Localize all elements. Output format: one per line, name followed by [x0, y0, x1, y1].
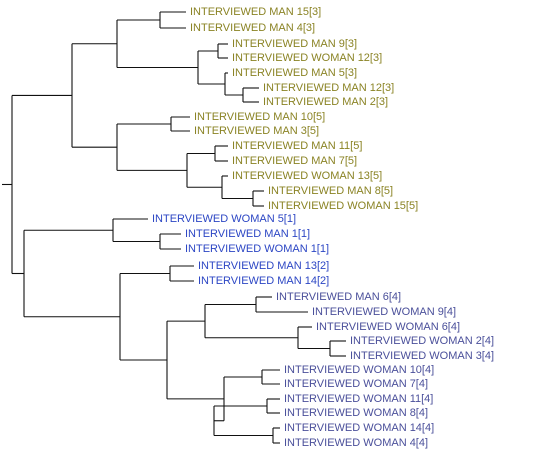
leaf-label-21: INTERVIEWED WOMAN 6[4]: [316, 321, 460, 333]
leaf-label-22: INTERVIEWED WOMAN 2[4]: [350, 335, 494, 347]
leaf-label-11: INTERVIEWED WOMAN 13[5]: [232, 170, 382, 182]
leaf-label-12: INTERVIEWED MAN 8[5]: [268, 185, 393, 197]
dendrogram-branches: [2, 11, 346, 444]
leaf-label-28: INTERVIEWED WOMAN 14[4]: [284, 422, 434, 434]
leaf-label-9: INTERVIEWED MAN 11[5]: [232, 140, 362, 152]
leaf-label-4: INTERVIEWED MAN 5[3]: [232, 67, 357, 79]
leaf-label-14: INTERVIEWED WOMAN 5[1]: [152, 213, 296, 225]
leaf-label-5: INTERVIEWED MAN 12[3]: [263, 82, 394, 94]
leaf-label-15: INTERVIEWED MAN 1[1]: [185, 228, 310, 240]
leaf-label-16: INTERVIEWED WOMAN 1[1]: [185, 243, 329, 255]
leaf-label-2: INTERVIEWED MAN 9[3]: [232, 38, 357, 50]
leaf-label-25: INTERVIEWED WOMAN 7[4]: [284, 378, 428, 390]
leaf-label-24: INTERVIEWED WOMAN 10[4]: [284, 364, 434, 376]
leaf-label-18: INTERVIEWED MAN 14[2]: [198, 275, 329, 287]
leaf-label-8: INTERVIEWED MAN 3[5]: [194, 125, 319, 137]
leaf-label-17: INTERVIEWED MAN 13[2]: [198, 260, 329, 272]
leaf-label-23: INTERVIEWED WOMAN 3[4]: [350, 350, 494, 362]
leaf-label-27: INTERVIEWED WOMAN 8[4]: [284, 407, 428, 419]
leaf-label-0: INTERVIEWED MAN 15[3]: [190, 6, 321, 18]
leaf-label-26: INTERVIEWED WOMAN 11[4]: [284, 393, 433, 405]
dendrogram-leaf-labels: INTERVIEWED MAN 15[3] INTERVIEWED MAN 4[3…: [152, 6, 494, 449]
leaf-label-29: INTERVIEWED WOMAN 4[4]: [284, 437, 428, 449]
leaf-label-13: INTERVIEWED WOMAN 15[5]: [268, 200, 418, 212]
leaf-label-7: INTERVIEWED MAN 10[5]: [194, 111, 325, 123]
leaf-label-1: INTERVIEWED MAN 4[3]: [190, 22, 315, 34]
leaf-label-20: INTERVIEWED WOMAN 9[4]: [312, 306, 456, 318]
leaf-label-10: INTERVIEWED MAN 7[5]: [232, 155, 357, 167]
leaf-label-3: INTERVIEWED WOMAN 12[3]: [232, 52, 382, 64]
leaf-label-19: INTERVIEWED MAN 6[4]: [276, 291, 401, 303]
leaf-label-6: INTERVIEWED MAN 2[3]: [263, 96, 388, 108]
